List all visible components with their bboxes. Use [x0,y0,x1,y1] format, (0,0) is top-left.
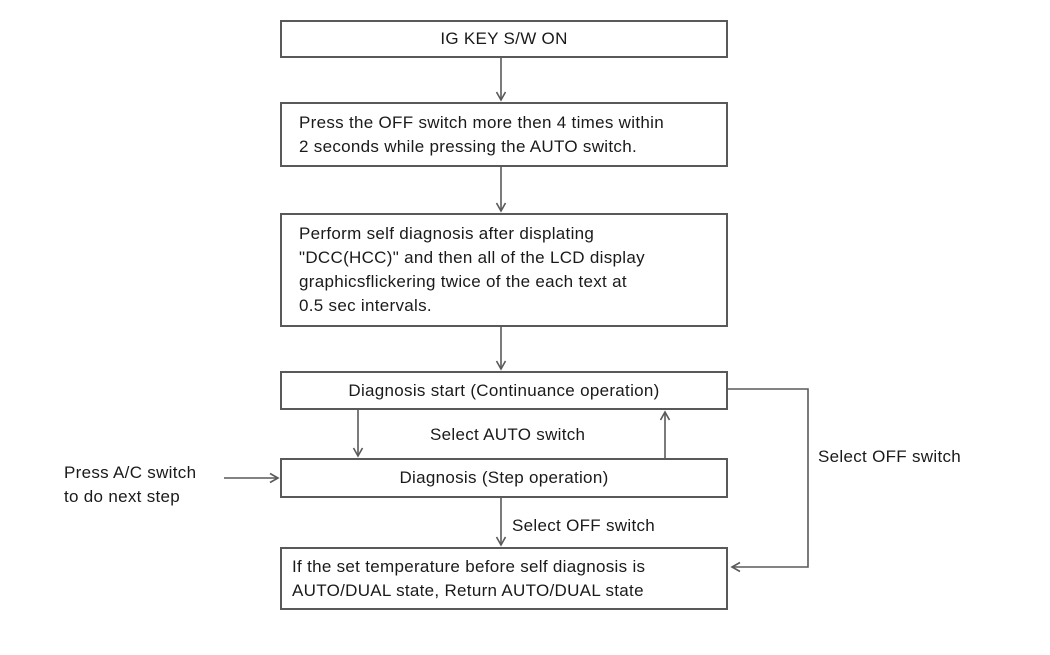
box-diag-step-text: Diagnosis (Step operation) [399,468,609,487]
label-select-auto-switch: Select AUTO switch [430,425,586,444]
box-ig-key-text: IG KEY S/W ON [440,29,568,48]
box-return-text: If the set temperature before self diagn… [292,556,646,600]
box-press-off-switch: Press the OFF switch more then 4 times w… [280,102,728,167]
box-ig-key-sw-on: IG KEY S/W ON [280,20,728,58]
arrow-diagstart-to-return-right [728,388,809,573]
label-select-off-switch-bottom: Select OFF switch [512,516,656,535]
label-select-off-switch-right: Select OFF switch [818,447,962,466]
box-perform-text: Perform self diagnosis after displating … [299,224,645,315]
box-press-off-text: Press the OFF switch more then 4 times w… [299,112,664,156]
box-diagnosis-start: Diagnosis start (Continuance operation) [280,371,728,410]
box-diag-start-text: Diagnosis start (Continuance operation) [348,380,660,400]
box-return-auto-dual: If the set temperature before self diagn… [280,547,728,610]
box-diagnosis-step: Diagnosis (Step operation) [280,458,728,498]
box-perform-self-diagnosis: Perform self diagnosis after displating … [280,213,728,327]
label-press-ac-switch: Press A/C switch to do next step [64,463,197,506]
